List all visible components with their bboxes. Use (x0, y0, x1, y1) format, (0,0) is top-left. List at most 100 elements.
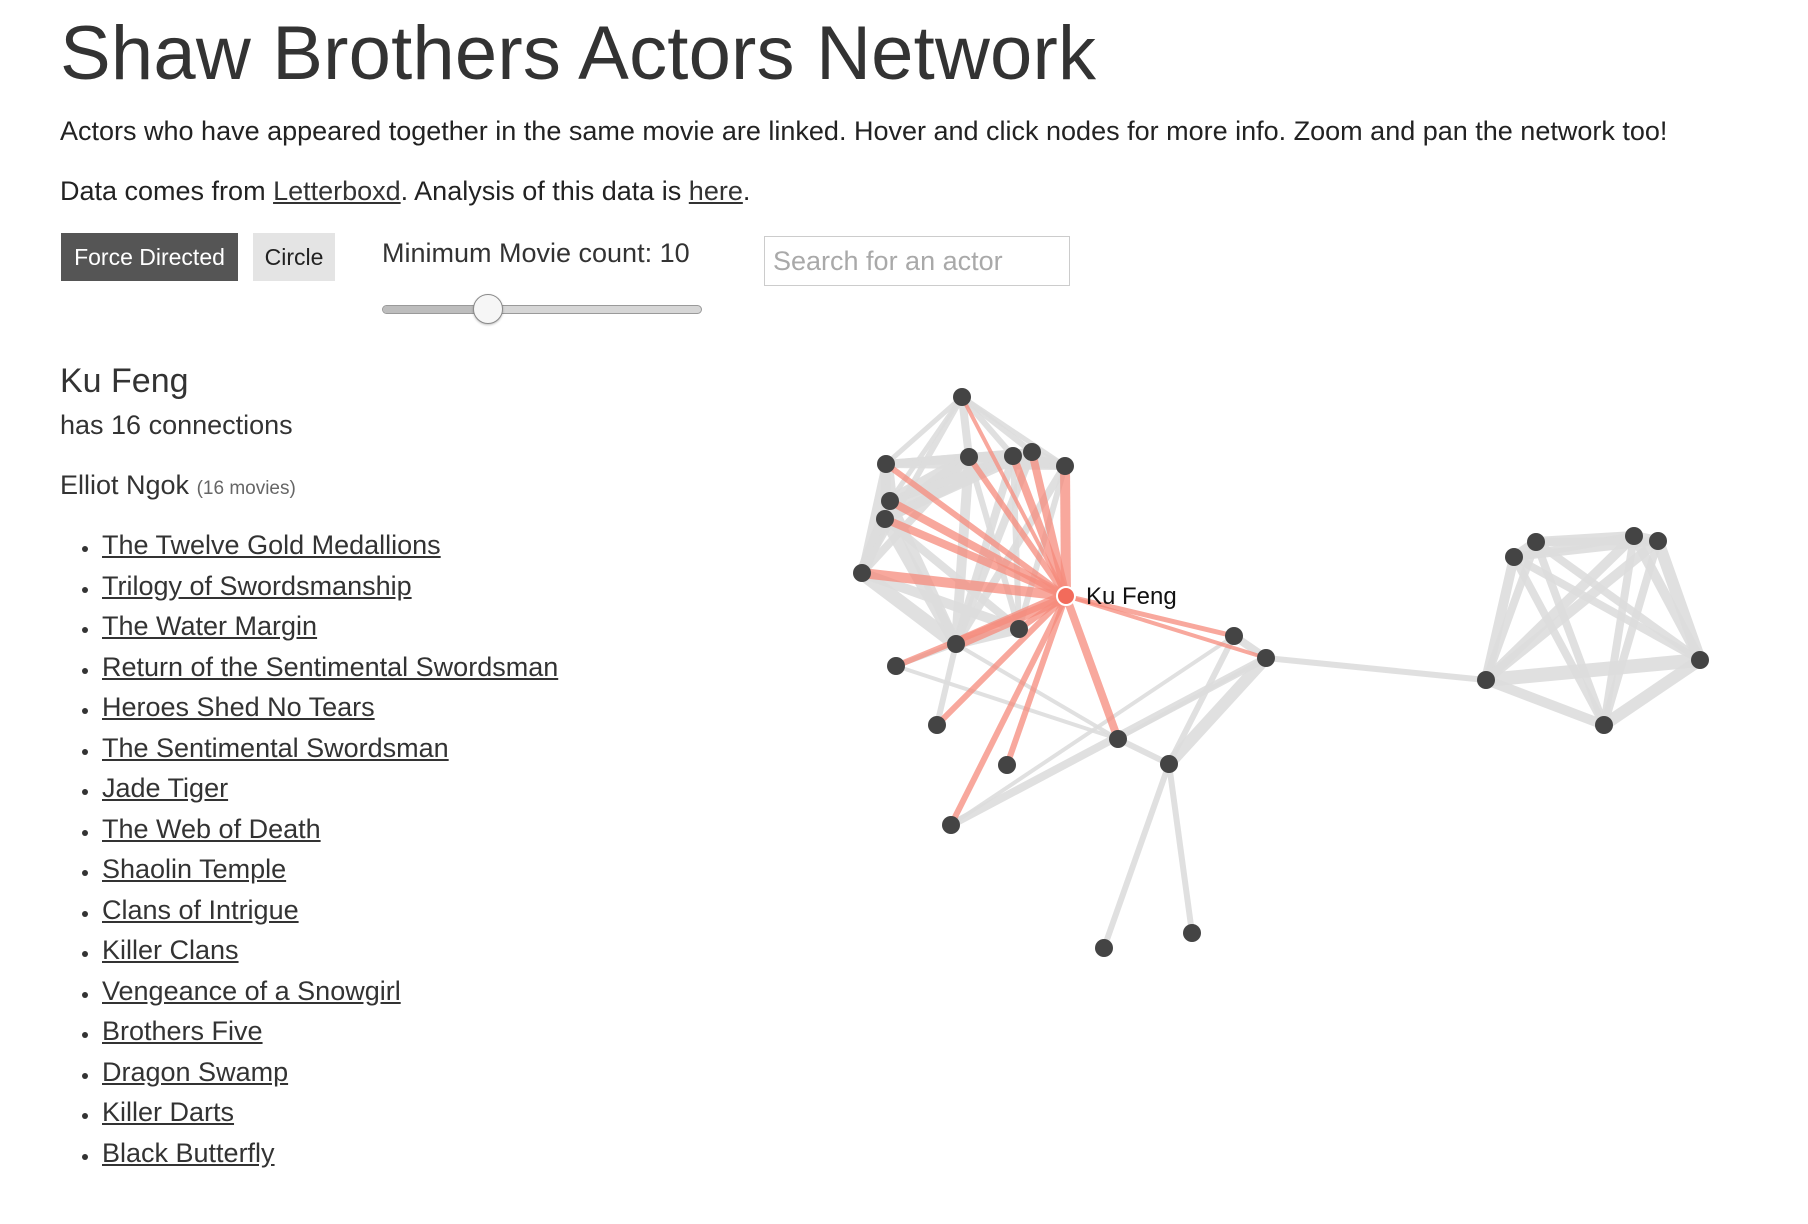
actor-node[interactable] (1160, 755, 1178, 773)
movie-list-item: The Sentimental Swordsman (100, 728, 580, 769)
actor-node[interactable] (1691, 651, 1709, 669)
actor-node[interactable] (998, 756, 1016, 774)
graph-link (1532, 538, 1608, 729)
graph-link (1479, 653, 1707, 687)
movie-link[interactable]: The Twelve Gold Medallions (102, 530, 441, 560)
movie-link[interactable]: Trilogy of Swordsmanship (102, 570, 412, 601)
force-directed-button[interactable]: Force Directed (61, 233, 238, 281)
movie-list-item: The Twelve Gold Medallions (100, 525, 580, 566)
actor-node[interactable] (1649, 532, 1667, 550)
movie-list-item: Black Butterfly (100, 1133, 580, 1174)
actor-node[interactable] (953, 388, 971, 406)
actor-node[interactable] (1183, 924, 1201, 942)
actor-search-input[interactable] (764, 236, 1070, 286)
graph-link (1510, 553, 1608, 729)
movie-link[interactable]: The Water Margin (102, 611, 318, 641)
connection-count: has 16 connections (60, 410, 293, 440)
page-title: Shaw Brothers Actors Network (60, 11, 1097, 96)
selected-node-label: Ku Feng (1086, 583, 1177, 610)
movie-link[interactable]: The Web of Death (102, 813, 321, 844)
graph-link (1166, 633, 1237, 767)
highlighted-link (948, 594, 1069, 827)
highlighted-link (1060, 465, 1071, 597)
graph-link (883, 394, 965, 467)
actor-node[interactable] (1257, 649, 1275, 667)
actor-node[interactable] (887, 657, 905, 675)
costar-name: Elliot Ngok (60, 470, 190, 500)
highlighted-link (1028, 451, 1070, 597)
movie-link[interactable]: Heroes Shed No Tears (102, 692, 375, 722)
highlighted-link (1062, 594, 1122, 741)
movie-list-item: Jade Tiger (100, 768, 580, 809)
costar-movie-count: (16 movies) (196, 478, 296, 499)
movie-list-item: Heroes Shed No Tears (100, 687, 580, 728)
min-movie-count-label: Minimum Movie count: 10 (382, 238, 690, 268)
actor-node[interactable] (1056, 457, 1074, 475)
movie-link[interactable]: Killer Darts (102, 1097, 235, 1127)
movie-list-item: Shaolin Temple (100, 849, 580, 890)
graph-link (881, 515, 1023, 633)
actor-node[interactable] (928, 716, 946, 734)
movie-link[interactable]: Vengeance of a Snowgirl (102, 975, 401, 1006)
movie-link[interactable]: Jade Tiger (102, 773, 229, 803)
selected-actor-node[interactable] (1056, 586, 1076, 606)
movie-link[interactable]: Black Butterfly (102, 1137, 275, 1168)
actor-node[interactable] (1095, 939, 1113, 957)
movie-list-item: The Web of Death (100, 809, 580, 850)
movie-list-item: The Water Margin (100, 606, 580, 647)
min-movie-count-slider[interactable] (382, 305, 702, 314)
highlighted-link (861, 568, 1067, 601)
analysis-suffix: . (742, 176, 751, 206)
movie-list-item: Vengeance of a Snowgirl (100, 971, 580, 1012)
analysis-link[interactable]: here (688, 176, 743, 206)
graph-link (857, 568, 1024, 634)
graph-link (1600, 537, 1662, 729)
actor-node[interactable] (1010, 620, 1028, 638)
highlighted-link (1004, 595, 1069, 766)
highlighted-link (883, 515, 1068, 600)
actor-node[interactable] (960, 448, 978, 466)
slider-thumb[interactable] (472, 294, 503, 324)
actor-node[interactable] (1225, 627, 1243, 645)
movie-link[interactable]: Killer Clans (102, 935, 239, 965)
highlighted-link (1065, 594, 1267, 660)
letterboxd-link[interactable]: Letterboxd (273, 176, 401, 206)
movie-list-item: Killer Clans (100, 930, 580, 971)
actor-node[interactable] (942, 816, 960, 834)
source-prefix: Data comes from (60, 176, 274, 206)
movie-link[interactable]: The Sentimental Swordsman (102, 732, 449, 763)
actor-node[interactable] (1625, 527, 1643, 545)
actor-node[interactable] (1477, 671, 1495, 689)
actor-node[interactable] (876, 510, 894, 528)
graph-link (1115, 736, 1172, 767)
highlighted-link (966, 455, 1069, 598)
graph-link (958, 393, 973, 461)
graph-link (1598, 654, 1706, 731)
actor-node[interactable] (1109, 730, 1127, 748)
graph-link (954, 642, 1120, 741)
graph-link (947, 654, 1270, 829)
actor-node[interactable] (1023, 443, 1041, 461)
actor-node[interactable] (1004, 447, 1022, 465)
movie-list-item: Dragon Swamp (100, 1052, 580, 1093)
highlighted-link (894, 593, 1068, 669)
actor-node[interactable] (881, 492, 899, 510)
movie-list: The Twelve Gold MedallionsTrilogy of Swo… (60, 525, 580, 1173)
costar-heading: Elliot Ngok (16 movies) (60, 470, 296, 501)
movie-link[interactable]: Dragon Swamp (102, 1056, 289, 1087)
graph-link (894, 664, 1120, 741)
actor-node[interactable] (853, 564, 871, 582)
graph-link (1482, 538, 1540, 684)
movie-link[interactable]: Brothers Five (102, 1016, 263, 1046)
movie-link[interactable]: Clans of Intrigue (102, 894, 299, 925)
movie-link[interactable]: Return of the Sentimental Swordsman (102, 651, 559, 682)
actor-node[interactable] (1527, 533, 1545, 551)
movie-list-item: Return of the Sentimental Swordsman (100, 647, 580, 688)
circle-button[interactable]: Circle (253, 233, 335, 281)
actor-node[interactable] (1595, 716, 1613, 734)
actor-node[interactable] (877, 455, 895, 473)
movie-link[interactable]: Shaolin Temple (102, 854, 287, 884)
actor-node[interactable] (947, 635, 965, 653)
actor-node[interactable] (1505, 548, 1523, 566)
